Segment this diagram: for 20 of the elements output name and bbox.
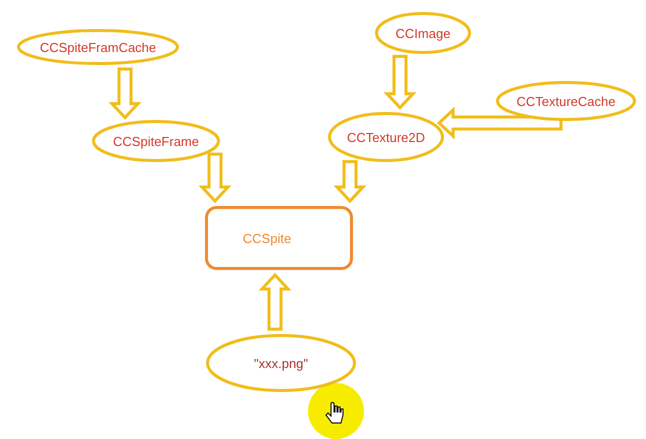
class-name: CCSpiteFrame — [113, 134, 199, 148]
class-ellipse — [496, 81, 636, 121]
block-arrow — [258, 272, 292, 331]
class-ellipse — [375, 12, 471, 54]
class-ellipse — [206, 334, 356, 392]
block-arrow — [108, 68, 142, 120]
block-arrow — [384, 54, 416, 110]
class-ellipse — [17, 29, 179, 65]
class-ellipse — [328, 112, 444, 162]
class-name: CCSpite — [242, 230, 292, 246]
class-name: "xxx.png" — [254, 356, 308, 370]
class-name: CCImage — [396, 26, 450, 40]
class-ellipse — [92, 120, 220, 162]
class-name: CCTexture2D — [346, 130, 426, 144]
class-name: CCTextureCache — [516, 94, 616, 108]
class-box — [205, 206, 353, 270]
block-arrow — [436, 106, 562, 140]
block-arrow — [198, 152, 232, 204]
block-arrow — [334, 160, 366, 204]
class-name: CCSpiteFramCache — [40, 40, 156, 54]
